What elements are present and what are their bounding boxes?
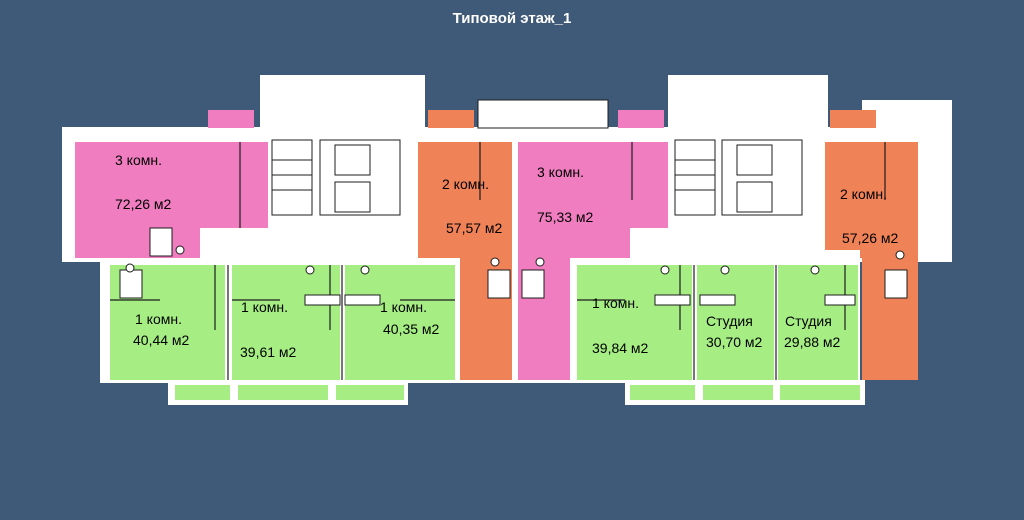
area-3k-left (75, 142, 268, 258)
apt-1k-b-type: 1 комн. (241, 299, 288, 315)
loggia-studio-a (703, 385, 773, 400)
loggia-3k-mid (618, 110, 664, 128)
area-studio-a (697, 265, 774, 380)
apt-2k-left-type: 2 комн. (442, 176, 489, 192)
balcony-center (477, 99, 609, 129)
area-1k-c (345, 265, 455, 380)
apt-studio-b-area: 29,88 м2 (784, 334, 841, 350)
area-2k-right (825, 142, 918, 258)
apt-3k-left-type: 3 комн. (115, 152, 162, 168)
area-2k-left (418, 142, 512, 258)
apt-1k-d-area: 39,84 м2 (592, 340, 649, 356)
apartment-areas (75, 142, 918, 380)
balconies (175, 99, 876, 400)
apt-1k-b-area: 39,61 м2 (240, 344, 297, 360)
area-3k-mid (518, 142, 668, 258)
apt-2k-right-type: 2 комн. (840, 186, 887, 202)
loggia-studio-b (780, 385, 860, 400)
apt-3k-mid-type: 3 комн. (537, 164, 584, 180)
apt-1k-a-type: 1 комн. (135, 311, 182, 327)
loggia-1k-d (630, 385, 695, 400)
apt-studio-a-type: Студия (706, 313, 753, 329)
loggia-1k-c (336, 385, 404, 400)
apt-1k-d-type: 1 комн. (592, 295, 639, 311)
fixtures (119, 227, 908, 306)
apt-2k-right-area: 57,26 м2 (842, 230, 899, 246)
apt-3k-mid-area: 75,33 м2 (537, 209, 594, 225)
apt-studio-b-type: Студия (785, 313, 832, 329)
apt-1k-c-type: 1 комн. (380, 299, 427, 315)
apt-studio-a-area: 30,70 м2 (706, 334, 763, 350)
loggia-3k-left (208, 110, 254, 128)
loggia-2k-right (830, 110, 876, 128)
apt-1k-c-area: 40,35 м2 (383, 321, 440, 337)
area-1k-d (577, 265, 692, 380)
loggia-1k-a (175, 385, 230, 400)
stair-cores (271, 139, 803, 216)
apt-2k-left-area: 57,57 м2 (446, 220, 503, 236)
floor-title: Типовой этаж_1 (452, 10, 572, 27)
loggia-2k-left (428, 110, 474, 128)
loggia-1k-b (238, 385, 328, 400)
apt-3k-left-area: 72,26 м2 (115, 196, 172, 212)
apt-1k-a-area: 40,44 м2 (133, 332, 190, 348)
area-1k-b (232, 265, 340, 380)
